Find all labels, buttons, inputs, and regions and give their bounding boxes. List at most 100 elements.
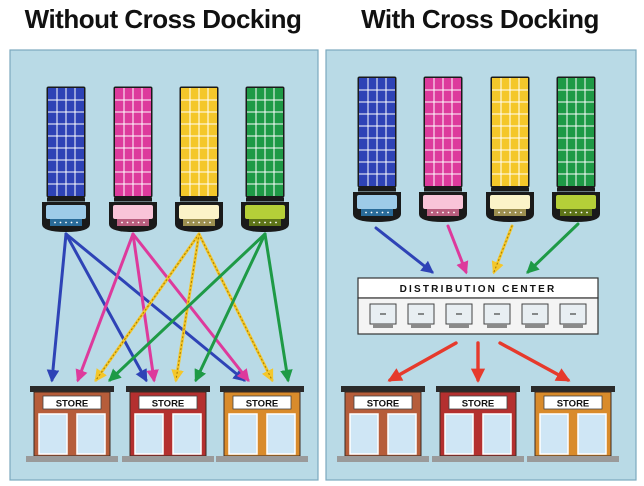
arrow-yellow-to-store-3-dots — [198, 233, 273, 381]
store-sign-label: STORE — [367, 399, 400, 410]
truck-light — [436, 211, 439, 214]
store-window-left — [349, 413, 379, 455]
truck-windshield — [113, 205, 153, 219]
truck-hitch — [47, 197, 85, 202]
truck-light — [503, 211, 506, 214]
store-sign — [42, 395, 102, 410]
loading-dock-bumper — [563, 324, 583, 328]
loading-dock-bumper — [525, 324, 545, 328]
truck-blue-without — [42, 86, 90, 232]
truck-light — [580, 211, 583, 214]
truck-windshield — [245, 205, 285, 219]
arrow-green-to-store-2 — [194, 232, 267, 383]
store-sign-label: STORE — [56, 399, 89, 410]
store-window-left — [38, 413, 68, 455]
truck-light — [253, 221, 255, 224]
store-sidewalk — [432, 456, 524, 462]
truck-light — [370, 211, 373, 214]
loading-dock-bumper — [449, 324, 469, 328]
arrow-pink-to-store-2 — [131, 232, 159, 383]
store-3-without: STORE — [216, 386, 308, 462]
truck-light — [498, 211, 500, 214]
truck-light — [70, 221, 73, 224]
store-roof — [220, 386, 304, 392]
store-window-right — [76, 413, 106, 455]
arrow-pink-to-store-1 — [75, 232, 135, 383]
store-window-right — [266, 413, 296, 455]
store-sign — [543, 395, 603, 410]
truck-light — [431, 211, 433, 214]
store-2-with: STORE — [432, 386, 524, 462]
arrow-blue-to-store-1 — [46, 232, 68, 383]
store-sign — [232, 395, 292, 410]
truck-blue-with — [353, 76, 401, 222]
loading-dock-bumper — [373, 324, 393, 328]
truck-light — [365, 211, 367, 214]
truck-light — [275, 221, 277, 224]
truck-light — [209, 221, 211, 224]
store-sign-label: STORE — [152, 399, 185, 410]
truck-light — [192, 221, 195, 224]
truck-hitch — [424, 187, 462, 192]
truck-light — [132, 221, 134, 224]
arrow-green-to-distribution-center — [526, 222, 580, 274]
truck-yellow-without — [175, 86, 223, 232]
truck-light — [59, 221, 62, 224]
store-roof — [531, 386, 615, 392]
store-roof — [126, 386, 210, 392]
truck-light — [269, 221, 272, 224]
store-sign — [138, 395, 198, 410]
distribution-center: DISTRIBUTION CENTER — [357, 277, 599, 335]
arrow-blue-to-store-3 — [64, 232, 246, 382]
store-window-left — [539, 413, 569, 455]
store-2-without: STORE — [122, 386, 214, 462]
store-sidewalk — [337, 456, 429, 462]
truck-light — [258, 221, 261, 224]
truck-light — [76, 221, 78, 224]
store-roof — [30, 386, 114, 392]
truck-light — [509, 211, 511, 214]
store-roof — [341, 386, 425, 392]
arrow-yellow-to-store-1-dots — [95, 233, 200, 381]
truck-light — [520, 211, 522, 214]
title-without-cross-docking: Without Cross Docking — [24, 4, 302, 34]
truck-windshield — [179, 205, 219, 219]
truck-windshield — [556, 195, 596, 209]
truck-windshield — [423, 195, 463, 209]
store-window-left — [228, 413, 258, 455]
loading-dock-bumper — [411, 324, 431, 328]
truck-light — [54, 221, 56, 224]
arrow-pink-to-distribution-center — [446, 224, 469, 275]
truck-windshield — [357, 195, 397, 209]
arrow-blue-to-distribution-center — [374, 226, 434, 274]
truck-hitch — [246, 197, 284, 202]
truck-light — [137, 221, 140, 224]
distribution-center-body — [357, 297, 599, 335]
store-window-right — [577, 413, 607, 455]
truck-windshield — [490, 195, 530, 209]
truck-hitch — [180, 197, 218, 202]
truck-light — [187, 221, 189, 224]
store-sign — [353, 395, 413, 410]
truck-light — [264, 221, 266, 224]
truck-windshield — [46, 205, 86, 219]
store-sign-label: STORE — [462, 399, 495, 410]
store-window-right — [387, 413, 417, 455]
truck-pink-without — [109, 86, 157, 232]
store-sign — [448, 395, 508, 410]
truck-yellow-with — [486, 76, 534, 222]
truck-light — [447, 211, 450, 214]
truck-light — [453, 211, 455, 214]
store-window-left — [444, 413, 474, 455]
arrow-yellow-to-distribution-center-dots — [493, 225, 513, 273]
truck-hitch — [491, 187, 529, 192]
truck-light — [65, 221, 67, 224]
truck-light — [203, 221, 206, 224]
distribution-center-label: DISTRIBUTION CENTER — [400, 284, 557, 295]
truck-hitch — [557, 187, 595, 192]
store-sign-label: STORE — [557, 399, 590, 410]
store-window-right — [172, 413, 202, 455]
arrow-green-to-store-3 — [263, 232, 293, 383]
